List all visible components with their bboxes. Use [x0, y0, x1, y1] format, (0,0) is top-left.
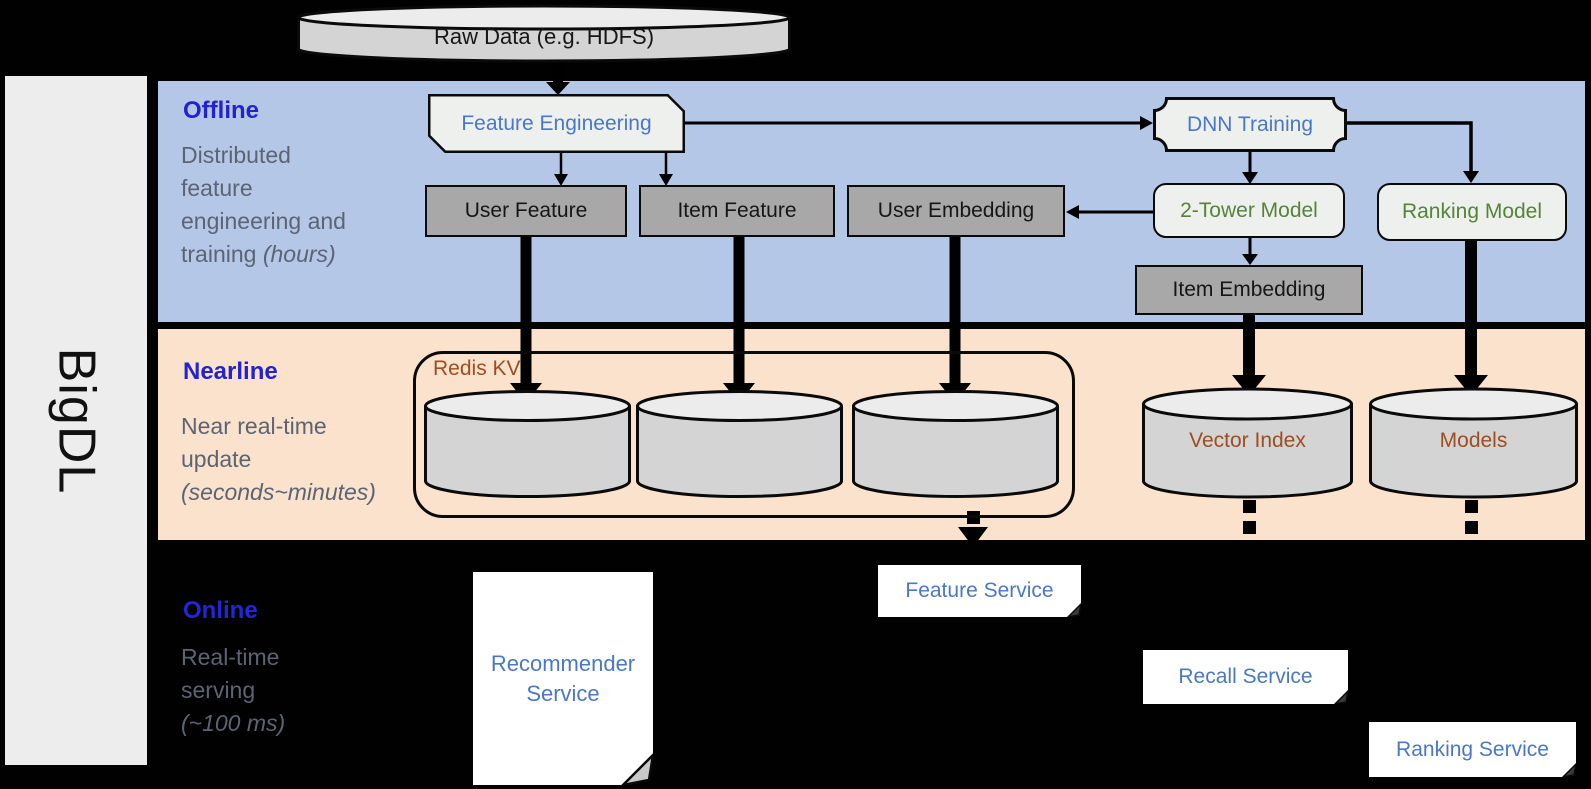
user-feature-label: User Feature — [464, 199, 588, 222]
dnn-training-node: DNN Training — [1153, 97, 1347, 152]
redis-kv-label: Redis KV — [433, 357, 521, 380]
nearline-section-description: Near real-time update (seconds~minutes) — [181, 410, 441, 509]
cylinder-shape-icon — [424, 390, 631, 498]
offline-desc-line: training (hours) — [181, 241, 336, 267]
cylinder-shape-icon — [1369, 387, 1578, 499]
vector-index-label: Vector Index — [1189, 429, 1306, 452]
raw-data-cylinder: Raw Data (e.g. HDFS) — [297, 4, 791, 63]
offline-section-description: Distributed feature engineering and trai… — [181, 139, 421, 271]
online-desc-line: Real-time — [181, 644, 280, 670]
online-section-description: Real-time serving (~100 ms) — [181, 641, 421, 740]
offline-desc-line: Distributed — [181, 142, 291, 168]
recommender-service-node: Recommender Service — [473, 572, 653, 785]
offline-section-title: Offline — [183, 97, 259, 124]
nearline-desc-line: (seconds~minutes) — [181, 479, 376, 505]
cylinder-shape-icon — [297, 4, 791, 63]
recommender-service-label: Recommender Service — [490, 650, 636, 706]
two-tower-model-label: 2-Tower Model — [1180, 198, 1318, 222]
snip-corner-box-icon — [428, 94, 685, 153]
redis-cylinder-3 — [852, 390, 1059, 498]
offline-desc-line: feature — [181, 175, 253, 201]
feature-service-node: Feature Service — [878, 565, 1081, 617]
user-feature-node: User Feature — [425, 185, 627, 237]
ranking-service-label: Ranking Service — [1396, 737, 1549, 761]
nearline-section-title: Nearline — [183, 358, 278, 385]
online-desc-line: (~100 ms) — [181, 710, 286, 736]
models-cylinder: Models — [1369, 387, 1578, 499]
document-shape-icon — [878, 565, 1081, 617]
nearline-desc-line: Near real-time — [181, 413, 327, 439]
two-tower-model-node: 2-Tower Model — [1153, 183, 1345, 238]
plaque-box-icon — [1153, 97, 1347, 152]
cylinder-shape-icon — [636, 390, 843, 498]
raw-data-label: Raw Data (e.g. HDFS) — [433, 23, 655, 49]
redis-cylinder-2 — [636, 390, 843, 498]
item-feature-label: Item Feature — [677, 199, 797, 222]
cylinder-shape-icon — [852, 390, 1059, 498]
dnn-training-label: DNN Training — [1186, 112, 1314, 136]
user-embedding-node: User Embedding — [847, 185, 1065, 237]
feature-engineering-label: Feature Engineering — [461, 111, 652, 135]
offline-desc-line: engineering and — [181, 208, 346, 234]
item-embedding-label: Item Embedding — [1172, 278, 1326, 301]
feature-service-label: Feature Service — [905, 579, 1054, 602]
item-feature-node: Item Feature — [639, 185, 835, 237]
ranking-model-label: Ranking Model — [1401, 200, 1543, 223]
online-section-title: Online — [183, 597, 258, 624]
bigdl-brand-label: BigDL — [47, 347, 106, 494]
bigdl-brand-bar: BigDL — [5, 76, 147, 765]
online-desc-line: serving — [181, 677, 256, 703]
recall-service-node: Recall Service — [1143, 650, 1348, 704]
vector-index-cylinder: Vector Index — [1142, 387, 1353, 499]
models-label: Models — [1439, 429, 1508, 452]
item-embedding-node: Item Embedding — [1135, 265, 1363, 315]
redis-cylinder-1 — [424, 390, 631, 498]
feature-engineering-node: Feature Engineering — [428, 94, 685, 153]
document-shape-icon — [1143, 650, 1348, 704]
document-shape-icon — [473, 572, 653, 785]
ranking-model-node: Ranking Model — [1377, 183, 1567, 241]
nearline-desc-line: update — [181, 446, 252, 472]
user-embedding-label: User Embedding — [877, 199, 1035, 222]
ranking-service-node: Ranking Service — [1369, 722, 1576, 777]
recall-service-label: Recall Service — [1178, 665, 1313, 688]
cylinder-shape-icon — [1142, 387, 1353, 499]
document-shape-icon — [1369, 722, 1576, 777]
